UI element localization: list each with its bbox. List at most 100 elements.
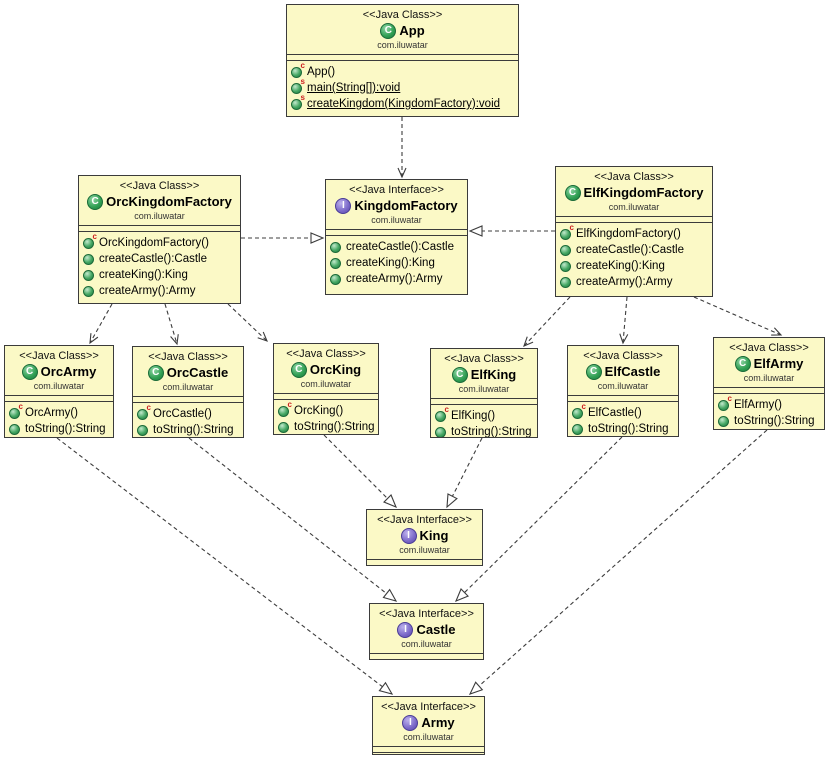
method-label: main(String[]):void	[307, 82, 401, 94]
method-label: toString():String	[294, 421, 375, 433]
node-name: OrcArmy	[40, 364, 97, 379]
fields-compartment	[79, 225, 240, 231]
stereotype-label: <<Java Class>>	[583, 350, 663, 362]
constructor-marker: c	[300, 60, 305, 70]
method-item: toString():String	[278, 419, 375, 434]
edge-orc-kingdom-factory-to-orc-army-dependency	[89, 303, 113, 345]
method-item: toString():String	[435, 424, 533, 437]
fields-compartment	[714, 387, 824, 393]
method-visibility-icon	[137, 424, 148, 436]
method-visibility-icon	[560, 276, 571, 288]
method-visibility-icon	[560, 244, 571, 256]
node-name: ElfKingdomFactory	[583, 185, 704, 200]
package-label: com.iluwatar	[458, 384, 510, 394]
package-label: com.iluwatar	[377, 40, 428, 50]
method-label: OrcKing()	[294, 405, 344, 417]
method-visibility-icon	[278, 421, 289, 433]
method-item: createArmy():Army	[330, 271, 463, 287]
method-item: createCastle():Castle	[330, 239, 463, 255]
fields-compartment	[326, 229, 467, 235]
package-label: com.iluwatar	[300, 379, 352, 389]
method-label: createCastle():Castle	[99, 253, 208, 265]
package-label: com.iluwatar	[401, 639, 452, 649]
method-item: createKing():King	[83, 267, 236, 283]
method-label: createArmy():Army	[99, 285, 196, 297]
method-label: ElfKingdomFactory()	[576, 228, 681, 240]
class-icon: C	[87, 193, 104, 210]
interface-icon: I	[402, 714, 419, 731]
method-visibility-icon	[330, 273, 341, 285]
method-visibility-icon	[330, 257, 341, 269]
method-visibility-icon: c	[278, 400, 292, 417]
fields-compartment	[373, 746, 484, 752]
methods-compartment	[370, 659, 483, 660]
stereotype-label: <<Java Class>>	[148, 351, 228, 363]
constructor-marker: c	[146, 402, 151, 412]
methods-compartment	[373, 752, 484, 754]
fields-compartment	[287, 54, 518, 60]
method-label: App()	[307, 66, 336, 78]
interface-icon: I	[397, 621, 414, 638]
constructor-marker: c	[287, 399, 292, 409]
edge-orc-kingdom-factory-to-orc-king-dependency	[227, 303, 268, 342]
fields-compartment	[431, 398, 537, 404]
package-label: com.iluwatar	[608, 202, 660, 212]
class-icon: C	[147, 364, 164, 381]
method-item: toString():String	[572, 421, 674, 436]
method-visibility-icon: s	[291, 93, 305, 110]
class-icon: C	[564, 184, 581, 201]
method-label: ElfCastle()	[588, 407, 642, 419]
method-visibility-icon	[330, 241, 341, 253]
class-icon: C	[21, 363, 38, 380]
stereotype-label: <<Java Class>>	[594, 171, 674, 183]
method-visibility-icon	[9, 423, 20, 435]
constructor-marker: c	[92, 231, 97, 241]
method-visibility-icon: c	[718, 394, 732, 411]
method-visibility-icon	[83, 253, 94, 265]
method-item: createCastle():Castle	[83, 251, 236, 267]
method-visibility-icon	[83, 285, 94, 297]
fields-compartment	[568, 395, 678, 401]
method-visibility-icon: s	[291, 77, 305, 94]
node-name: App	[399, 23, 425, 38]
stereotype-label: <<Java Interface>>	[377, 514, 472, 526]
node-name: OrcKingdomFactory	[106, 194, 232, 209]
